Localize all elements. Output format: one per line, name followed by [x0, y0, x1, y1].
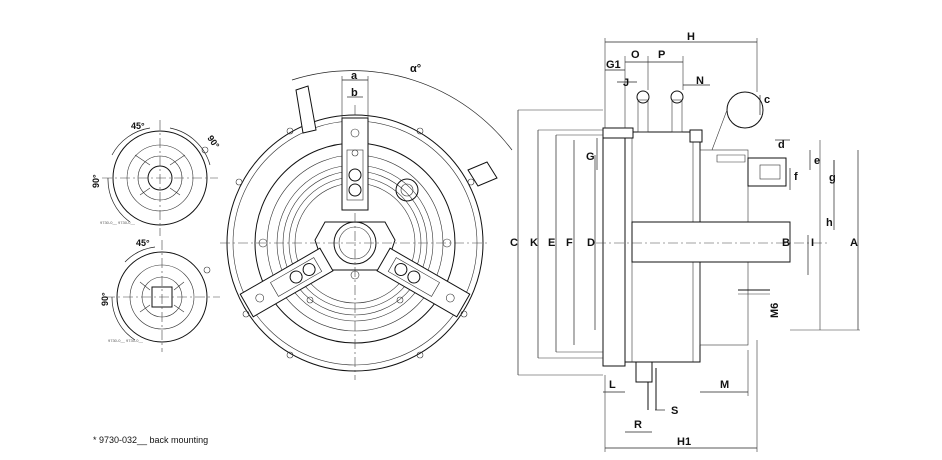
side-view-label-J: J: [623, 77, 629, 89]
side-view-label-L: L: [609, 379, 616, 391]
small-view-upper-hole: [201, 146, 209, 154]
side-view-label-E: E: [548, 237, 555, 249]
front-view-top-jaw-bolt-2: [348, 168, 362, 182]
side-view-label-P: P: [658, 49, 665, 61]
front-view-label-alpha: α°: [410, 63, 421, 75]
side-view-label-h: h: [826, 217, 833, 229]
side-view-label-f: f: [794, 171, 798, 183]
side-view-label-d: d: [778, 139, 785, 151]
small-view-lower-outer-circle: [116, 251, 208, 343]
small-view-lower-arc-90: [111, 296, 136, 341]
side-view-detail-circle: [726, 91, 764, 129]
side-view-label-H: H: [687, 31, 695, 43]
small-view-upper-arc-90-left: [107, 177, 131, 223]
small-view-lower-jaws: [139, 281, 185, 313]
front-view-fitting: [467, 161, 498, 187]
side-view-label-K: K: [530, 237, 538, 249]
front-view-key-socket-inner: [400, 183, 414, 197]
front-view: α° a b: [220, 63, 513, 380]
small-view-lower-note: 9730-0__ 9730-0__: [108, 338, 144, 343]
side-view-label-A: A: [850, 237, 858, 249]
small-view-lower-label-45: 45°: [136, 238, 150, 248]
side-view-label-g: g: [829, 172, 836, 184]
front-view-handle: [295, 85, 317, 134]
small-view-upper-label-90-top: 90°: [205, 133, 221, 150]
side-view-detail-leader: [711, 109, 728, 151]
side-view-lift-ring-2: [670, 90, 684, 104]
side-view-small-fitting: [716, 154, 746, 163]
small-view-upper-jaws: [134, 154, 186, 196]
front-view-top-jaw-bolt-1: [350, 128, 360, 138]
front-view-top-jaw: [341, 117, 369, 211]
front-view-key-socket: [395, 178, 419, 202]
side-view-label-O: O: [631, 49, 640, 61]
side-view-lift-ring-post-2: [671, 99, 683, 133]
front-view-top-jaw-bolt-3: [348, 183, 362, 197]
footnote: * 9730-032__ back mounting: [93, 435, 208, 445]
side-view-label-N: N: [696, 75, 704, 87]
side-view: H O P G1 J N C K E F D G: [510, 31, 860, 452]
side-view-label-M: M: [720, 379, 729, 391]
side-view-label-B: B: [782, 237, 790, 249]
front-view-left-jaw: [376, 247, 471, 318]
side-view-lift-ring-post-1: [637, 99, 649, 133]
side-view-label-H1: H1: [677, 436, 691, 448]
front-view-mount-holes: [235, 127, 475, 359]
side-view-label-I: I: [811, 237, 814, 249]
small-view-lower-arc-45: [124, 246, 156, 263]
small-view-upper-arc-45: [111, 127, 151, 156]
side-view-label-S: S: [671, 405, 678, 417]
front-view-label-a: a: [351, 70, 358, 82]
side-view-top-bolt: [602, 127, 634, 139]
side-view-front-plate: [602, 127, 626, 367]
side-view-lift-ring-1: [636, 90, 650, 104]
side-view-label-D: D: [587, 237, 595, 249]
side-view-bottom-pin: [635, 361, 653, 383]
small-view-upper: 45° 90° 90° 9730-0__ 9730-0__: [91, 120, 222, 236]
small-view-upper-label-90-left: 90°: [91, 174, 101, 188]
side-view-label-e: e: [814, 155, 820, 167]
side-view-label-C: C: [510, 237, 518, 249]
small-view-lower-label-90-left: 90°: [100, 292, 110, 306]
side-view-connector: [747, 157, 787, 187]
side-view-label-G: G: [586, 151, 595, 163]
side-view-label-G1: G1: [606, 59, 621, 71]
side-view-top-bolt-right: [689, 129, 703, 143]
small-view-lower-hole: [203, 266, 211, 274]
side-view-connector-inner: [759, 164, 781, 180]
small-view-lower: 45° 90° 9730-0__ 9730-0__: [100, 238, 220, 352]
front-view-right-jaw: [239, 247, 334, 318]
side-view-label-R: R: [634, 419, 642, 431]
front-view-alpha-arc: [291, 70, 513, 151]
side-view-label-M6: M6: [769, 303, 781, 318]
small-view-upper-label-45: 45°: [131, 121, 145, 131]
side-view-label-F: F: [566, 237, 573, 249]
side-view-spindle: [631, 221, 791, 263]
small-view-upper-arc-90: [169, 127, 211, 166]
small-view-upper-note: 9730-0__ 9730-0__: [100, 220, 136, 225]
front-view-label-b: b: [351, 87, 358, 99]
side-view-label-c: c: [764, 94, 770, 106]
